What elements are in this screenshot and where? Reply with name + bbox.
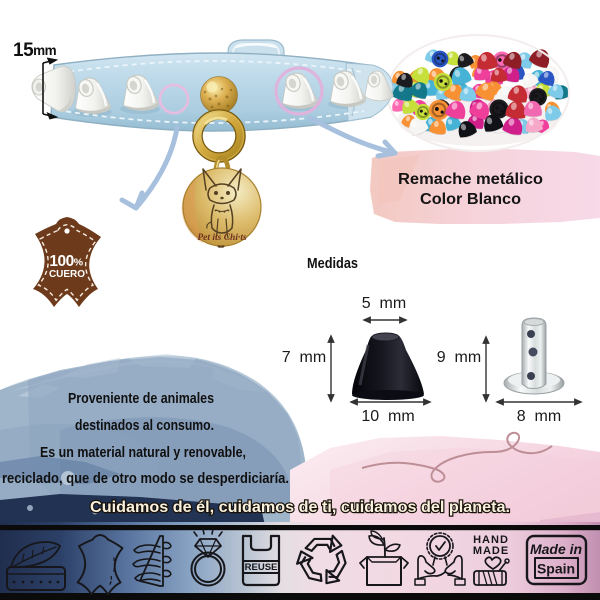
svg-text:Color Blanco: Color Blanco [420, 191, 521, 208]
svg-text:9 mm: 9 mm [437, 349, 481, 366]
svg-text:Proveniente de animales: Proveniente de animales [68, 390, 214, 407]
svg-text:15mm: 15mm [13, 40, 57, 61]
svg-text:100%: 100% [49, 253, 83, 270]
svg-text:Medidas: Medidas [307, 255, 358, 272]
svg-text:destinados al consumo.: destinados al consumo. [75, 417, 214, 434]
svg-text:10 mm: 10 mm [361, 408, 414, 425]
svg-text:REUSE: REUSE [245, 562, 278, 573]
svg-text:Made in: Made in [530, 541, 582, 557]
svg-text:reciclado, que de otro modo se: reciclado, que de otro modo se desperdic… [2, 470, 289, 487]
svg-text:8 mm: 8 mm [517, 408, 561, 425]
svg-text:Cuidamos de él, cuidamos de ti: Cuidamos de él, cuidamos de ti, cuidamos… [90, 499, 510, 516]
svg-text:HAND: HAND [473, 534, 509, 546]
svg-text:5 mm: 5 mm [362, 295, 406, 312]
svg-text:Spain: Spain [537, 561, 575, 577]
svg-text:MADE: MADE [473, 545, 509, 557]
svg-text:7 mm: 7 mm [282, 349, 326, 366]
svg-text:Pet its Chi·ts: Pet its Chi·ts [197, 233, 247, 243]
svg-text:CUERO: CUERO [49, 269, 85, 280]
svg-text:Es un material natural y renov: Es un material natural y renovable, [40, 444, 246, 461]
svg-text:Remache metálico: Remache metálico [398, 171, 543, 188]
